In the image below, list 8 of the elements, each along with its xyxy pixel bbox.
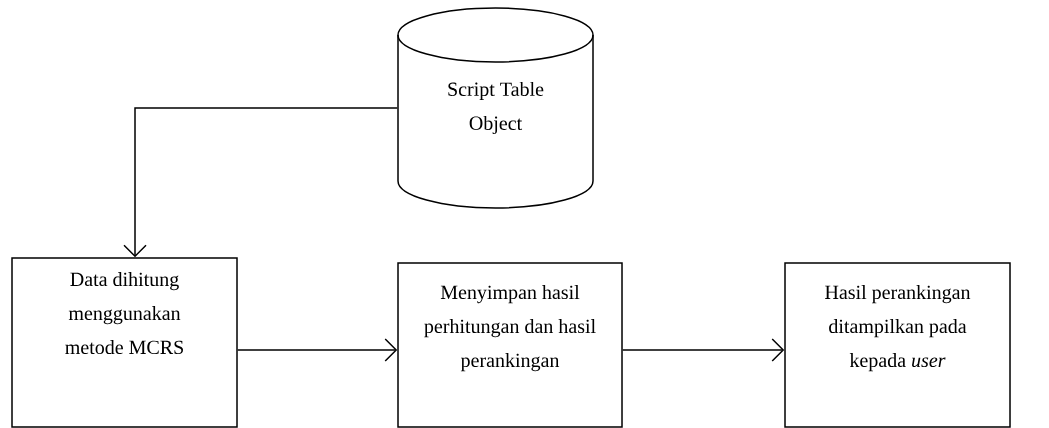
database-cylinder: Script Table Object (397, 7, 594, 209)
arrow (622, 338, 785, 362)
process-box: Data dihitung menggunakan metode MCRS (11, 257, 238, 428)
process-box: Menyimpan hasil perhitungan dan hasil perankingan (397, 262, 623, 428)
process-box: Hasil perankingan ditampilkan pada kepada user (784, 262, 1011, 428)
node-label: Script Table Object (448, 81, 544, 135)
arrow (123, 107, 398, 258)
arrow (237, 338, 398, 362)
